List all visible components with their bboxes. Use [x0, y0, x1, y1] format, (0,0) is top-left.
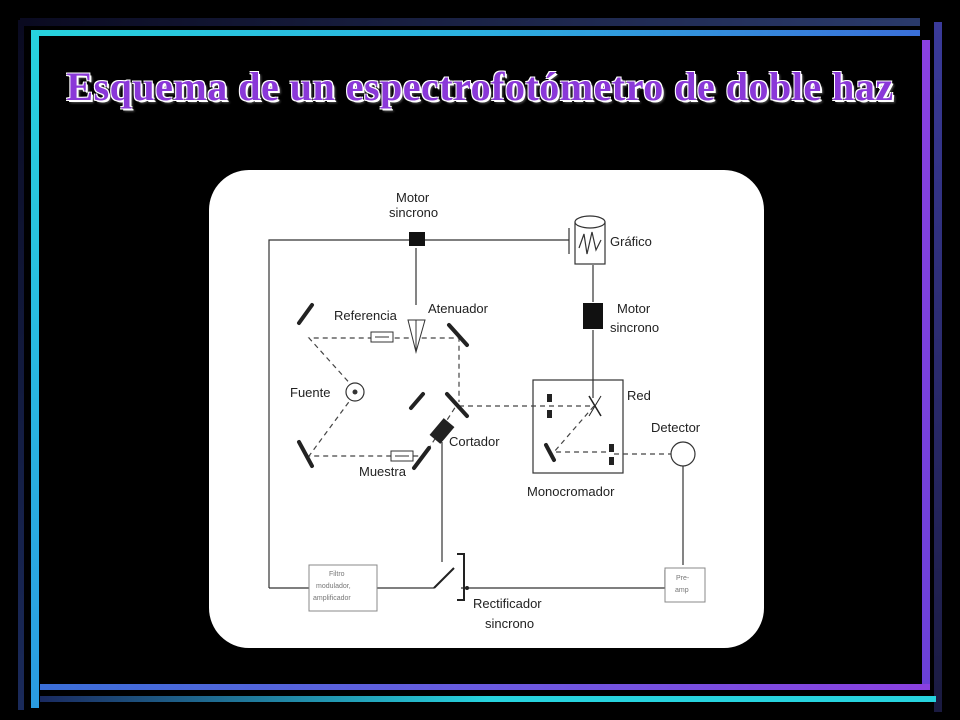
motor-right [583, 303, 603, 329]
label-filtro-line1: Filtro [329, 571, 345, 578]
beam-sample [307, 394, 457, 457]
frame-top-bar-dark [20, 18, 920, 26]
label-cortador: Cortador [449, 434, 500, 449]
diagram-panel: Motor sincrono Gráfico Motor sincrono Re… [209, 170, 764, 648]
label-filtro-line2: modulador, [316, 583, 351, 590]
frame-right-bar-dark [934, 22, 942, 712]
frame-left-bar [31, 30, 39, 708]
label-red: Red [627, 388, 651, 403]
chopper [429, 418, 455, 444]
filter-modulator-amplifier-box [308, 564, 378, 612]
wire-top-loop [268, 239, 409, 588]
label-fuente: Fuente [290, 385, 330, 400]
beam-inside-monochromator [552, 405, 609, 453]
label-preamp-line2: amp [675, 587, 689, 594]
mirror-center-left [409, 392, 425, 410]
motor-top [409, 232, 425, 246]
frame-bottom-bar-cyan [40, 696, 936, 702]
mirror-beam-combiner [445, 392, 469, 418]
spectrophotometer-diagram: Motor sincrono Gráfico Motor sincrono Re… [268, 190, 706, 631]
mirror-top-left [297, 303, 314, 325]
frame-right-bar [922, 40, 930, 686]
monochromator-box [532, 379, 624, 474]
entrance-slit-top [547, 394, 552, 402]
exit-slit-top [609, 444, 614, 452]
mirror-bottom-middle [412, 446, 431, 470]
label-grafico: Gráfico [610, 234, 652, 249]
label-motor-top-line1: Motor [396, 190, 430, 205]
preamp-box [664, 567, 706, 603]
entrance-slit-bottom [547, 410, 552, 418]
label-preamp-line1: Pre- [676, 575, 690, 582]
slide-title: Esquema de un espectrofotómetro de doble… [66, 64, 894, 109]
label-motor-right-line2: sincrono [610, 320, 659, 335]
label-motor-right-line1: Motor [617, 301, 651, 316]
detector [670, 441, 696, 467]
beam-reference [307, 337, 460, 402]
label-atenuador: Atenuador [428, 301, 489, 316]
frame-bottom-bar [40, 684, 930, 690]
label-monocromador: Monocromador [527, 484, 615, 499]
recorder [568, 215, 606, 265]
rectifier-switch [433, 553, 465, 601]
mirror-top-right [447, 323, 469, 347]
exit-slit-bottom [609, 457, 614, 465]
mirror-monochromator [544, 443, 556, 462]
label-motor-top-line2: sincrono [389, 205, 438, 220]
label-referencia: Referencia [334, 308, 398, 323]
label-rectificador-line2: sincrono [485, 616, 534, 631]
mirror-bottom-left [297, 440, 314, 468]
label-filtro-line3: amplificador [313, 595, 351, 602]
wire-rectifier-to-preamp [461, 570, 666, 589]
label-detector: Detector [651, 420, 701, 435]
label-muestra: Muestra [359, 464, 407, 479]
frame-top-bar [32, 30, 920, 36]
frame-left-bar-dark [18, 20, 24, 710]
label-rectificador-line1: Rectificador [473, 596, 542, 611]
